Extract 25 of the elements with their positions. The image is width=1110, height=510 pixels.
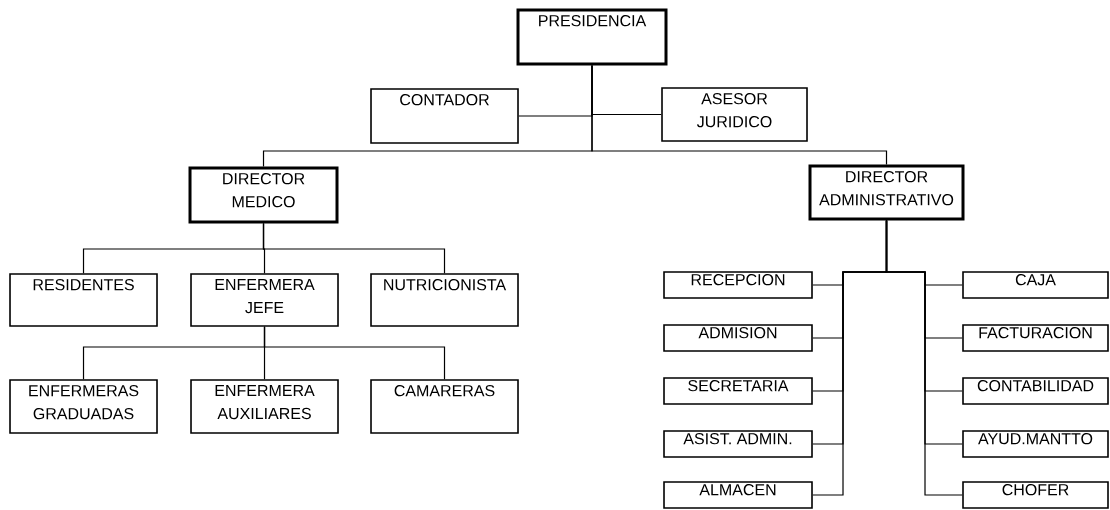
connector-line — [885, 219, 963, 496]
org-box: RECEPCION — [663, 271, 813, 299]
org-box: SECRETARIA — [663, 377, 813, 405]
org-box: ALMACEN — [663, 481, 813, 509]
org-box: PRESIDENCIA — [516, 8, 668, 66]
org-box: AYUD.MANTTO — [962, 430, 1109, 458]
connector-line — [263, 326, 446, 380]
org-box: CONTADOR — [370, 88, 519, 144]
org-box: ENFERMERAS GRADUADAS — [9, 379, 158, 434]
connector-line — [262, 222, 446, 274]
org-box: NUTRICIONISTA — [370, 273, 519, 327]
org-box: ASIST. ADMIN. — [663, 430, 813, 458]
org-box: RESIDENTES — [9, 273, 158, 327]
org-box: FACTURACION — [962, 324, 1109, 352]
org-box: ENFERMERA AUXILIARES — [190, 379, 339, 434]
org-box: DIRECTOR MEDICO — [188, 166, 339, 224]
org-box: DIRECTOR ADMINISTRATIVO — [808, 164, 965, 221]
org-box: CHOFER — [962, 481, 1109, 509]
org-box: CAJA — [962, 271, 1109, 299]
org-box: ENFERMERA JEFE — [190, 273, 339, 327]
org-box: ADMISION — [663, 324, 813, 352]
connector-line — [591, 64, 888, 166]
org-box: ASESOR JURIDICO — [661, 87, 808, 142]
org-box: CONTABILIDAD — [962, 377, 1109, 405]
org-box: CAMARERAS — [370, 379, 519, 434]
